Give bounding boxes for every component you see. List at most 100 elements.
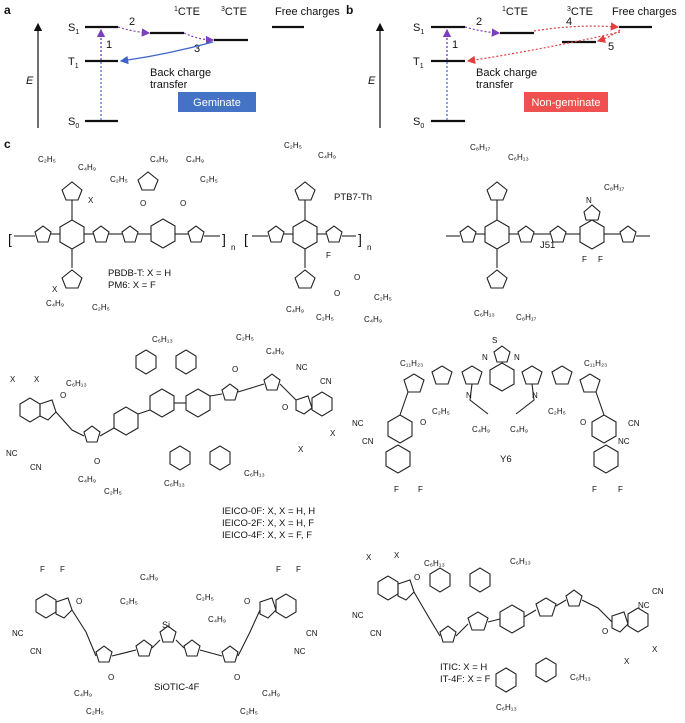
siotic-o-bottom-right: O (234, 673, 240, 682)
y6-bond (595, 391, 605, 416)
itic-bond (455, 623, 469, 637)
siotic-chain-4: C₄H₉ (208, 615, 226, 624)
free-charges-header-b: Free charges (612, 6, 677, 18)
itic-nc-left: NC (352, 611, 364, 620)
y6-chain-6: C₂H₅ (548, 407, 566, 416)
ieico-phenyl-4 (209, 445, 231, 471)
ieico-cn-left: CN (30, 463, 42, 472)
siotic-bond (199, 649, 223, 657)
ieico-bond (209, 393, 223, 397)
ieico-chain-8: C₂H₅ (104, 487, 122, 496)
j51-f-2: F (598, 255, 603, 264)
ieico-bond (237, 383, 265, 393)
j51-chain-2: C₆H₁₃ (508, 153, 529, 162)
y6-n-1: N (482, 353, 488, 362)
ieico-bond (99, 427, 115, 437)
itic-bond (581, 599, 613, 623)
j51-chain-5: C₈H₁₇ (604, 183, 625, 192)
j51-triazole-ring (583, 204, 601, 221)
ieico-x-1: X (10, 375, 16, 384)
geminate-badge (178, 92, 256, 112)
energy-axis-label-a: E (26, 75, 34, 87)
itic-bond (523, 609, 537, 618)
itic-chain-2: C₆H₁₃ (510, 557, 531, 566)
pbdb-chain-8: C₂H₅ (92, 303, 110, 312)
step-5-b: 5 (608, 41, 614, 53)
y6-chain-1: C₁₁H₂₃ (400, 359, 423, 368)
itic-phenyl-3 (495, 667, 517, 693)
ptb7-bracket-left: [ (244, 231, 248, 247)
step-4-arrow-b (533, 22, 620, 32)
y6-nc-left: NC (352, 419, 364, 428)
ptb7-thiophene-left (267, 225, 285, 243)
step-1-a: 1 (106, 39, 112, 51)
y6-thiophene-left-2 (403, 373, 425, 393)
ptb7-chain-1: C₂H₅ (284, 141, 302, 150)
geminate-badge-text: Geminate (193, 97, 241, 109)
ieico-ic-benzene-left (19, 397, 41, 423)
itic-x-1: X (366, 553, 372, 562)
siotic-nc-left: NC (12, 629, 24, 638)
ieico-phenyl-1 (135, 349, 157, 375)
ptb7-side-thiophene-top (294, 181, 316, 201)
s0-label-a: S0 (68, 116, 79, 130)
j51-thiophene-left (459, 225, 477, 243)
molecule-ptb7-th: [ ] n PTB7-Th F O O C₂H₅ C₄H₉ C₄H₉ C₂H₅ … (244, 141, 392, 324)
ieico-bond (55, 411, 85, 437)
non-geminate-badge-text: Non-geminate (531, 97, 600, 109)
siotic-chain-7: C₂H₅ (240, 707, 258, 716)
y6-o-right: O (580, 418, 586, 427)
itic-thienothiophene-right (535, 597, 557, 617)
itic-x-2: X (394, 551, 400, 560)
y6-chain-5: C₄H₉ (510, 425, 528, 434)
y6-n-2: N (514, 353, 520, 362)
itic-o-left: O (414, 573, 420, 582)
ptb7-chain-3: C₄H₉ (286, 305, 304, 314)
siotic-chain-8: C₄H₉ (262, 689, 280, 698)
ptb7-chain-2: C₄H₉ (318, 151, 336, 160)
itic-x-3: X (652, 645, 658, 654)
step-2-a: 2 (129, 16, 135, 28)
y6-chain-3: C₂H₅ (432, 407, 450, 416)
ieico-phenyl-2 (175, 349, 197, 375)
y6-f-1: F (394, 485, 399, 494)
j51-side-thiophene-bottom (486, 269, 508, 289)
ptb7-subscript-n: n (367, 243, 371, 252)
molecule-pbdb-t: [ ] n X X O O C₂H₅ C₄H₉ C₂H₅ C₄H₉ C₄H₉ C… (8, 155, 235, 312)
siotic-f-2: F (60, 565, 65, 574)
ieico-core-2 (149, 388, 175, 418)
itic-thienothiophene-left (467, 611, 489, 631)
ieico-chain-1: C₆H₁₃ (66, 379, 87, 388)
itic-bond (555, 599, 567, 607)
j51-f-1: F (582, 255, 587, 264)
step-1-b: 1 (452, 39, 458, 51)
siotic-si: Si (162, 620, 170, 630)
j51-name: J51 (540, 240, 555, 251)
ieico-ic-benzene-right (311, 391, 333, 417)
j51-benzotriazole (579, 219, 605, 250)
pbdb-chain-5: C₄H₉ (186, 155, 204, 164)
itic-bond (487, 618, 501, 623)
siotic-dtt-left (135, 639, 153, 657)
ptb7-benzene-core (292, 219, 318, 250)
y6-chain-4: C₄H₉ (472, 425, 490, 434)
itic-ic-benzene-right (627, 607, 649, 633)
pbdb-side-thiophene-top (61, 181, 83, 201)
cte3-header-a: 3CTE (221, 6, 247, 18)
cte1-header-a: 1CTE (174, 6, 200, 18)
itic-chain-4: C₆H₁₃ (570, 673, 591, 682)
molecule-siotic-4f: Si F F F F O O O O NC CN CN NC SiOTIC-4F… (12, 565, 318, 716)
itic-phenyl-2 (469, 567, 491, 593)
cte3-header-b: 3CTE (567, 6, 593, 18)
siotic-f-3: F (276, 565, 281, 574)
pbdb-o-left: O (140, 199, 146, 208)
y6-pyrrole-left (461, 365, 483, 385)
y6-name: Y6 (500, 454, 512, 465)
ptb7-name: PTB7-Th (334, 192, 372, 203)
y6-nc-right: NC (618, 437, 630, 446)
back-transfer-b-line1: Back charge (476, 67, 537, 79)
itic-core-benzene (499, 604, 525, 634)
itic-caption-1: ITIC: X = H (440, 662, 487, 673)
y6-f-4: F (618, 485, 623, 494)
